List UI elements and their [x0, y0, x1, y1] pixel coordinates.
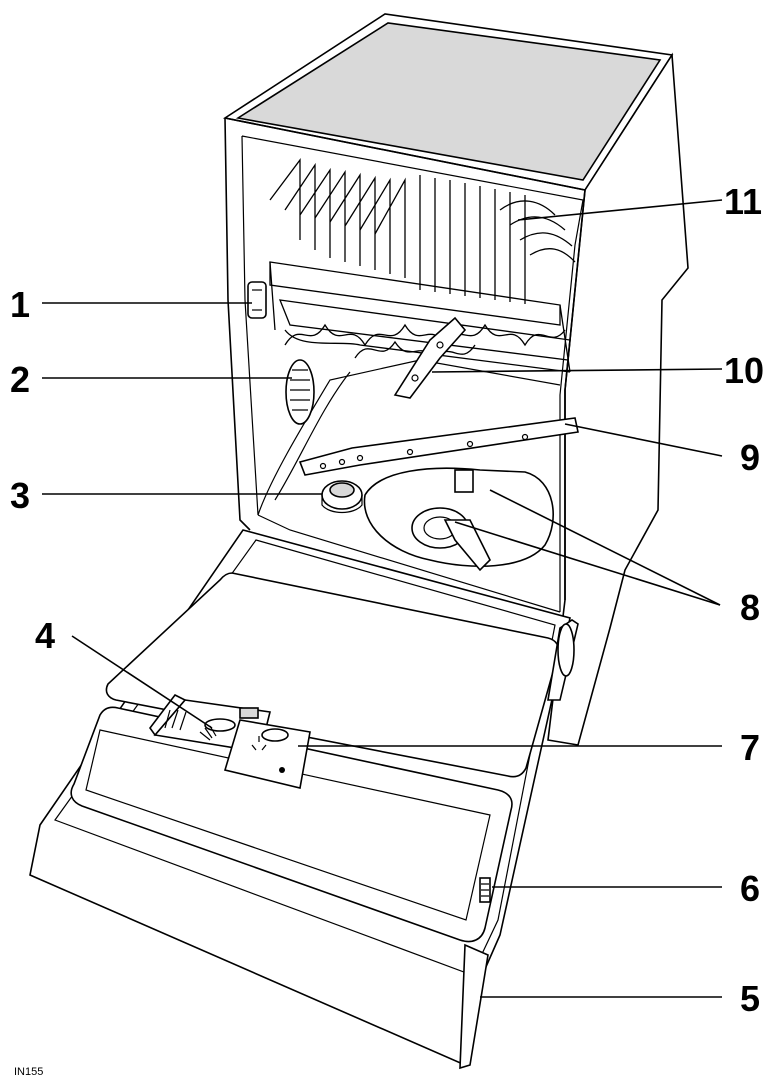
filters — [363, 467, 554, 572]
figure-code: IN155 — [14, 1066, 43, 1078]
callout-4: 4 — [35, 615, 55, 656]
cabinet-front-frame — [224, 117, 586, 600]
kickplate — [459, 943, 489, 1070]
callout-1: 1 — [10, 284, 30, 325]
callout-leaders — [42, 199, 723, 998]
upper-basket — [269, 158, 576, 373]
callout-3: 3 — [10, 475, 30, 516]
rating-plate — [479, 877, 491, 903]
rinse-aid-dispenser — [223, 707, 311, 789]
callout-8: 8 — [740, 587, 760, 628]
callout-9: 9 — [740, 437, 760, 478]
callout-10: 10 — [724, 350, 764, 391]
callout-5: 5 — [740, 978, 760, 1019]
cabinet-top-inset — [235, 22, 662, 181]
callout-11: 11 — [724, 181, 762, 222]
callout-2: 2 — [10, 359, 30, 400]
door — [29, 529, 579, 1067]
cabinet-inner-frame — [241, 135, 584, 612]
side-vent — [285, 359, 315, 425]
upper-spray-arm — [393, 316, 467, 399]
lower-spray-arm — [298, 417, 579, 476]
cabinet — [222, 13, 689, 746]
callout-6: 6 — [740, 868, 760, 909]
tub-interior — [257, 359, 561, 613]
callout-numbers: 1 2 3 4 5 6 7 8 9 10 11 — [10, 181, 764, 1019]
basket-rail — [247, 281, 267, 319]
callout-7: 7 — [740, 727, 760, 768]
salt-container-cap — [321, 480, 363, 514]
